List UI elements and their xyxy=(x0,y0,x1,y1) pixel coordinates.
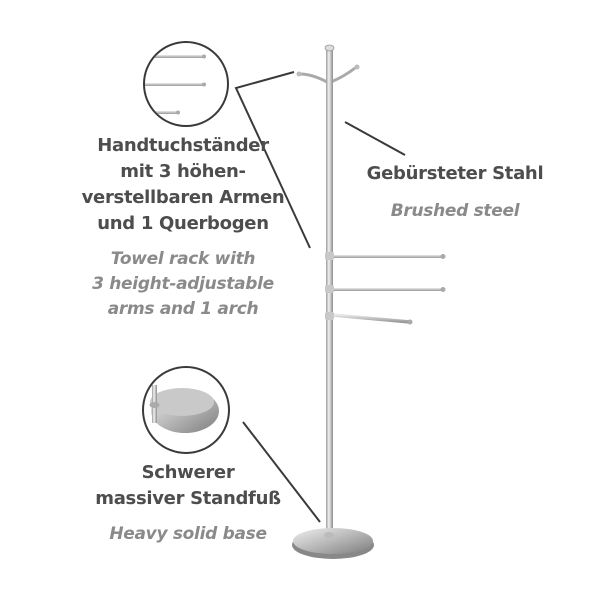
base-german-line: Schwerer xyxy=(141,462,235,483)
leader-line-rack xyxy=(234,71,311,249)
arms-detail-circle xyxy=(143,41,229,127)
rack-english-line: Towel rack with xyxy=(110,249,256,269)
rack-english-text: Towel rack with 3 height-adjustable arms… xyxy=(60,247,306,322)
rack-german-line: mit 3 höhen- xyxy=(120,161,246,182)
rack-english-line: arms and 1 arch xyxy=(107,299,259,319)
base-english-text: Heavy solid base xyxy=(109,524,267,544)
base-german-line: massiver Standfuß xyxy=(95,488,281,509)
base-detail-circle xyxy=(142,366,230,454)
towel-stand xyxy=(292,44,446,559)
base-callout: Schwerer massiver Standfuß Heavy solid b… xyxy=(78,460,298,547)
leader-line-material xyxy=(344,121,406,156)
rack-callout: Handtuchständer mit 3 höhen- verstellbar… xyxy=(60,133,306,322)
rack-english-line: 3 height-adjustable xyxy=(92,274,274,294)
base-german-text: Schwerer massiver Standfuß xyxy=(78,460,298,512)
material-english-text: Brushed steel xyxy=(390,201,520,221)
material-german-text: Gebürsteter Stahl xyxy=(366,163,544,184)
leader-line-base xyxy=(242,421,321,523)
rack-german-text: Handtuchständer mit 3 höhen- verstellbar… xyxy=(60,133,306,237)
leader-lines xyxy=(234,71,406,523)
rack-german-line: verstellbaren Armen xyxy=(81,187,285,208)
rack-german-line: und 1 Querbogen xyxy=(97,213,269,234)
rack-german-line: Handtuchständer xyxy=(97,135,269,156)
material-callout: Gebürsteter Stahl Brushed steel xyxy=(355,161,555,224)
